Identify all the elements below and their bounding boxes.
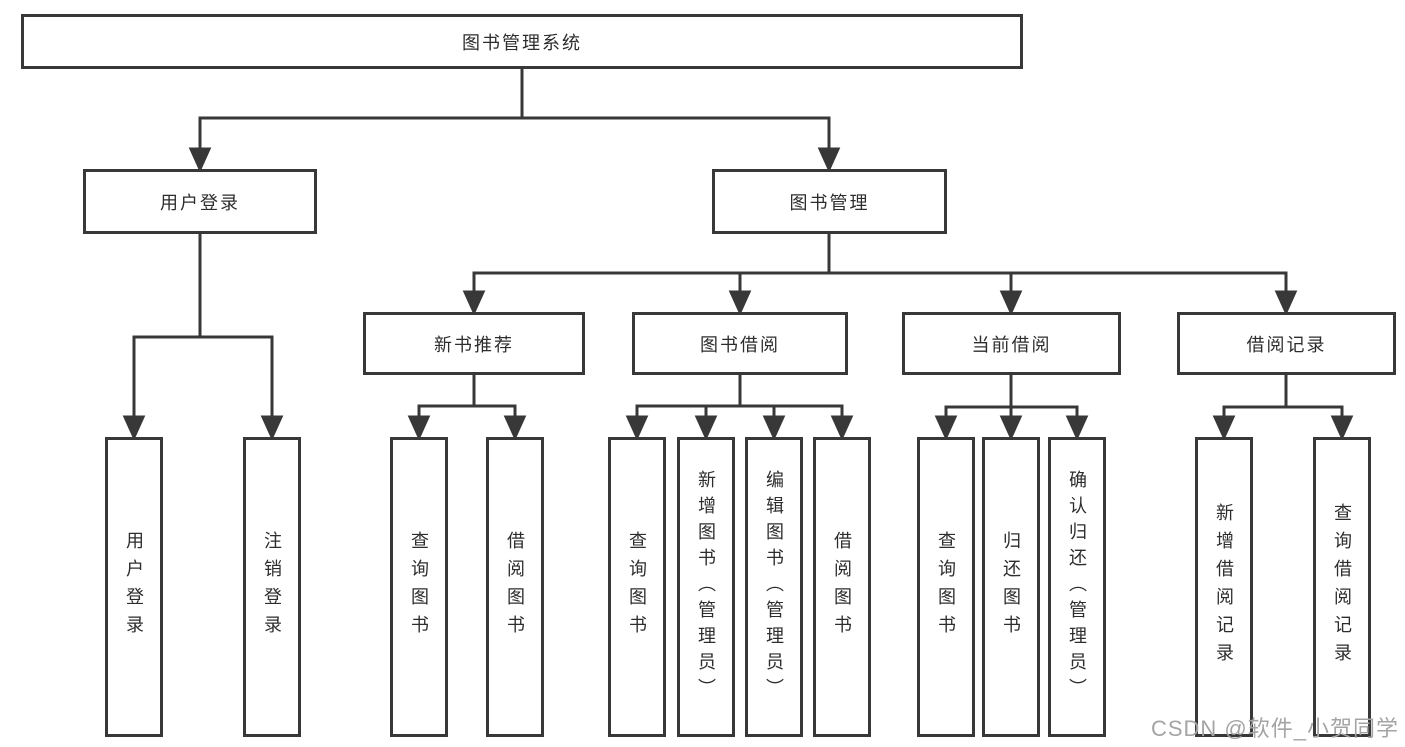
watermark: CSDN @软件_小贺同学 xyxy=(1150,716,1399,741)
node-current-borrowing: 当前借阅 xyxy=(902,312,1121,375)
connector-book-management-children xyxy=(462,234,1298,316)
leaf-log-query-record: 查询借阅记录 xyxy=(1313,437,1371,737)
arrowhead xyxy=(728,290,752,316)
connector-borrowing-records-children xyxy=(1212,375,1354,441)
arrowhead xyxy=(503,415,527,441)
leaf-rec-query-books: 查询图书 xyxy=(390,437,448,737)
arrowhead xyxy=(762,415,786,441)
leaf-bor-borrow-books: 借阅图书 xyxy=(813,437,871,737)
arrowhead xyxy=(462,290,486,316)
node-book-borrowing: 图书借阅 xyxy=(632,312,848,375)
arrowhead xyxy=(407,415,431,441)
arrowhead xyxy=(188,147,212,173)
leaf-cur-confirm-return-admin: 确认归还（管理员） xyxy=(1048,437,1106,737)
leaf-log-add-record: 新增借阅记录 xyxy=(1195,437,1253,737)
arrowhead xyxy=(934,415,958,441)
arrowhead xyxy=(999,290,1023,316)
connector-book-borrowing-children xyxy=(625,375,854,441)
arrowhead xyxy=(694,415,718,441)
leaf-bor-add-books-admin: 新增图书（管理员） xyxy=(677,437,735,737)
leaf-logout: 注销登录 xyxy=(243,437,301,737)
leaf-rec-borrow-books: 借阅图书 xyxy=(486,437,544,737)
arrowhead xyxy=(260,415,284,441)
node-root: 图书管理系统 xyxy=(21,14,1023,69)
arrowhead xyxy=(830,415,854,441)
arrowhead xyxy=(999,415,1023,441)
arrowhead xyxy=(1212,415,1236,441)
leaf-bor-query-books: 查询图书 xyxy=(608,437,666,737)
arrowhead xyxy=(122,415,146,441)
arrowhead xyxy=(1330,415,1354,441)
node-user-login: 用户登录 xyxy=(83,169,317,234)
node-borrowing-records: 借阅记录 xyxy=(1177,312,1396,375)
leaf-cur-query-books: 查询图书 xyxy=(917,437,975,737)
connector-current-borrowing-children xyxy=(934,375,1089,441)
arrowhead xyxy=(1274,290,1298,316)
leaf-bor-edit-books-admin: 编辑图书（管理员） xyxy=(745,437,803,737)
node-new-book-recommendation: 新书推荐 xyxy=(363,312,585,375)
arrowhead xyxy=(817,147,841,173)
arrowhead xyxy=(1065,415,1089,441)
leaf-cur-return-books: 归还图书 xyxy=(982,437,1040,737)
arrowhead xyxy=(625,415,649,441)
connector-root-to-level2 xyxy=(188,68,841,173)
node-book-management: 图书管理 xyxy=(712,169,947,234)
connector-new-book-recommendation-children xyxy=(407,375,527,441)
leaf-user-login: 用户登录 xyxy=(105,437,163,737)
connector-user-login-children xyxy=(122,234,284,441)
